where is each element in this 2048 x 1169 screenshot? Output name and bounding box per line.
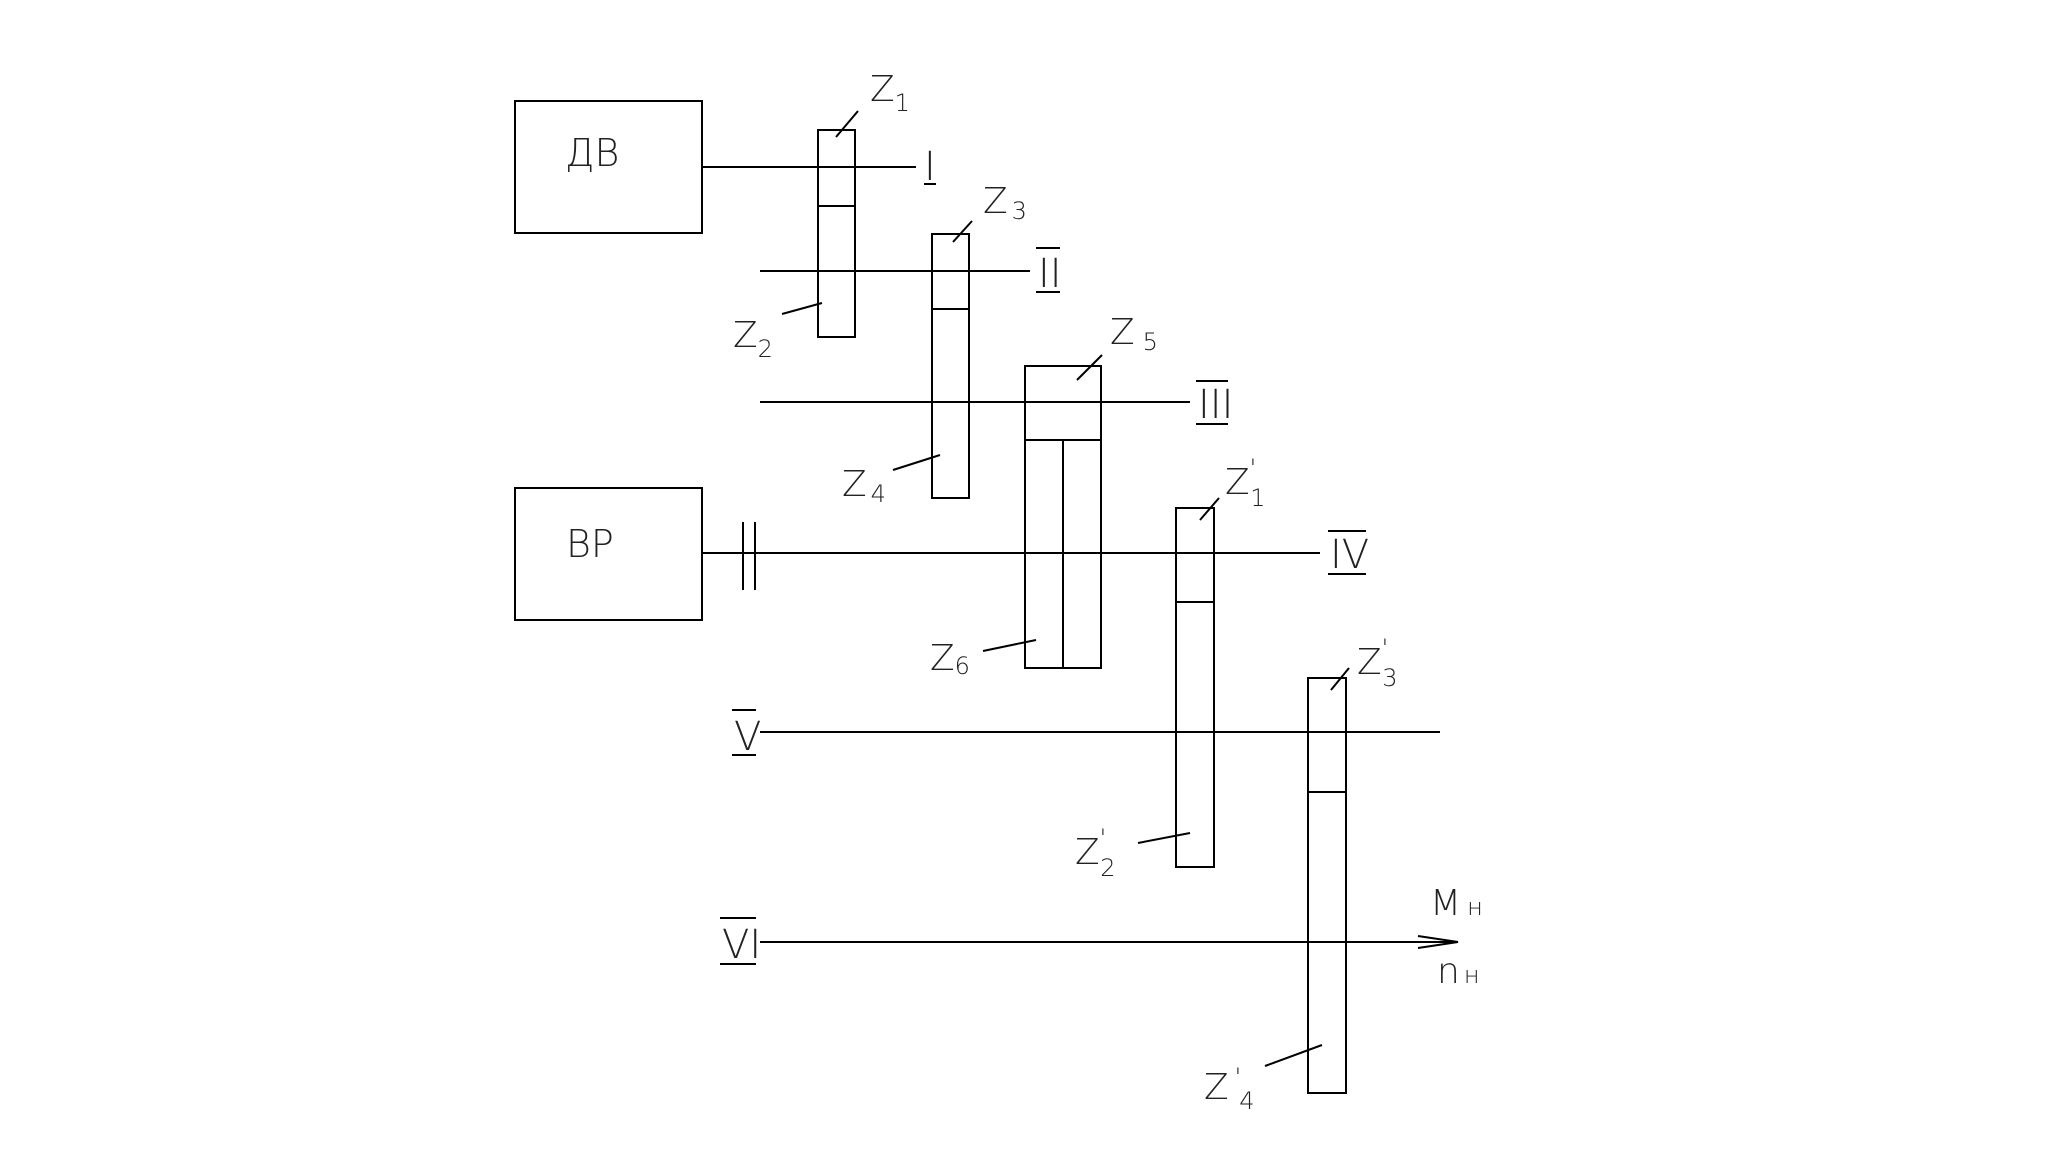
gear-z5-leader bbox=[1076, 354, 1103, 381]
gear-pair-z1-z2 bbox=[781, 110, 859, 338]
label-z2-prime: Z'2 bbox=[1075, 824, 1116, 882]
shaft-i-label: I bbox=[924, 144, 936, 190]
shaft-vi: VI bbox=[720, 917, 1459, 968]
gear-z3p-leader bbox=[1330, 667, 1350, 691]
gear-pair-z1p-z2p bbox=[1137, 497, 1220, 868]
output-arrow-icon bbox=[1417, 935, 1459, 949]
gear-z2p-leader bbox=[1137, 832, 1191, 844]
gear-z1-leader bbox=[835, 110, 859, 138]
gear-z1-z2-body bbox=[817, 129, 856, 338]
actuator-label: ВР bbox=[566, 522, 614, 566]
label-z6: Z6 bbox=[930, 638, 970, 680]
gear-z2-leader bbox=[781, 302, 823, 315]
gear-z1p-z2p-body bbox=[1175, 507, 1215, 868]
label-z2: Z2 bbox=[733, 315, 773, 363]
label-z1: Z1 bbox=[870, 69, 910, 117]
motor-label: ДВ bbox=[565, 131, 619, 175]
shaft-vi-label: VI bbox=[722, 922, 761, 968]
label-z4-prime: Z'4 bbox=[1204, 1063, 1255, 1115]
gear-z3-leader bbox=[952, 220, 973, 243]
gear-z3-z4-body bbox=[931, 233, 970, 499]
label-z1-prime: Z'1 bbox=[1225, 454, 1266, 512]
motor-block: ДВ bbox=[514, 100, 703, 234]
shaft-iv: IV bbox=[702, 522, 1369, 590]
gear-z4-leader bbox=[892, 454, 941, 471]
shaft-v-label: V bbox=[734, 714, 761, 760]
shaft-ii: II bbox=[760, 247, 1062, 297]
label-z3-prime: Z'3 bbox=[1357, 634, 1398, 692]
shaft-iii-label: III bbox=[1198, 382, 1233, 428]
gear-z1p-leader bbox=[1199, 497, 1220, 521]
shaft-v: V bbox=[732, 709, 1440, 760]
actuator-block: ВР bbox=[514, 487, 703, 621]
gear-pair-z3-z4 bbox=[892, 220, 973, 499]
gear-z6-leader bbox=[982, 639, 1037, 652]
gear-z3p-z4p-body bbox=[1307, 677, 1347, 1094]
gear-z4p-leader bbox=[1264, 1044, 1323, 1067]
gear-pair-z5-z6 bbox=[982, 354, 1103, 669]
gear-pair-z3p-z4p bbox=[1264, 667, 1350, 1094]
shaft-ii-label: II bbox=[1038, 251, 1062, 297]
shaft-iv-label: IV bbox=[1330, 532, 1369, 578]
shaft-iii: III bbox=[760, 380, 1233, 428]
shaft-i: I bbox=[702, 144, 936, 190]
